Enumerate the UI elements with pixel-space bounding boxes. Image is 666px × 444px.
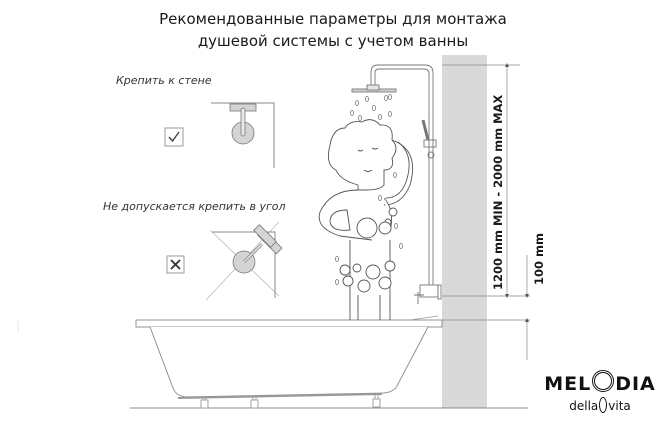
height-range-label: 1200 mm MIN - 2000 mm MAX <box>491 95 505 290</box>
allowed-checkbox <box>164 127 184 147</box>
diagram-title: Рекомендованные параметры для монтажа ду… <box>0 8 666 52</box>
wall-mount-illustration <box>211 102 275 168</box>
wall <box>442 55 487 408</box>
caption-no-corner-mount: Не допускается крепить в угол <box>103 200 286 213</box>
bathtub <box>135 315 443 409</box>
check-icon <box>168 131 180 143</box>
corner-mount-illustration <box>205 221 283 301</box>
dimension-lines <box>442 63 530 360</box>
above-tub-label: 100 mm <box>532 233 546 285</box>
title-line-2: душевой системы с учетом ванны <box>197 32 469 50</box>
not-allowed-checkbox <box>166 255 185 274</box>
stem-icon <box>599 397 608 413</box>
flower-icon <box>592 370 615 392</box>
cross-icon <box>170 259 181 270</box>
shower-system <box>351 64 442 304</box>
person-illustration <box>318 119 414 320</box>
title-line-1: Рекомендованные параметры для монтажа <box>159 10 507 28</box>
caption-mount-to-wall: Крепить к стене <box>116 74 212 87</box>
soap-bubbles <box>339 207 398 293</box>
